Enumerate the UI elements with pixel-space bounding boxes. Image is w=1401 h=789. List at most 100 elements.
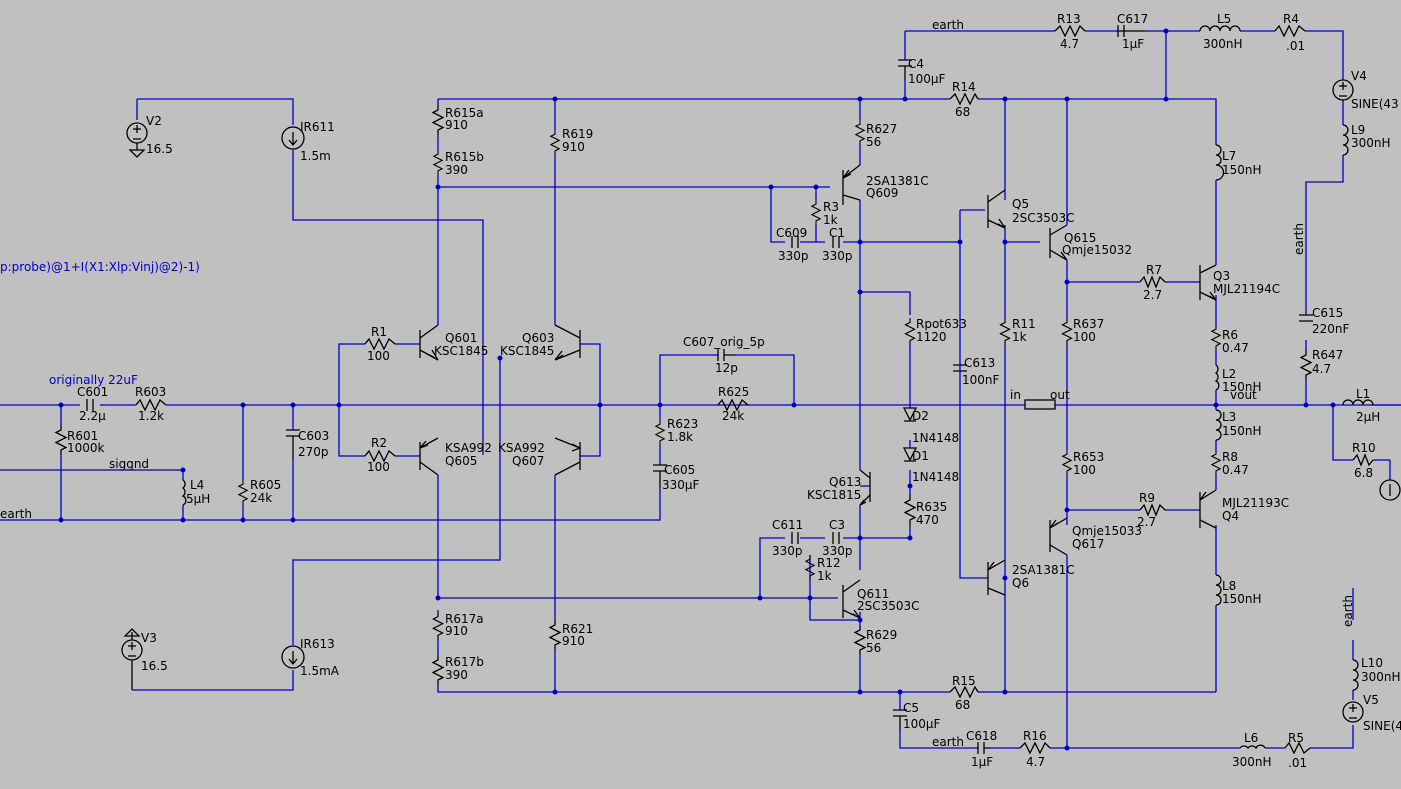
r625-label: R625 [718, 385, 749, 399]
q5-type: 2SC3503C [1012, 211, 1075, 225]
r12-label: R12 [817, 556, 841, 570]
probe [1024, 399, 1056, 410]
r625-value: 24k [722, 409, 744, 423]
c603-value: 270p [298, 445, 329, 459]
q607-label: Q607 [512, 454, 544, 468]
r13-value: 4.7 [1060, 37, 1079, 51]
r617b-value: 390 [445, 668, 468, 682]
l7-value: 150nH [1222, 163, 1262, 177]
c4-label: C4 [908, 57, 924, 71]
r2-label: R2 [371, 436, 387, 450]
l4-value: 5µH [186, 492, 210, 506]
l8-label: L8 [1222, 579, 1236, 593]
c605-value: 330µF [662, 478, 700, 492]
q617-label: Q617 [1072, 537, 1104, 551]
rpot633-value: 1120 [916, 330, 947, 344]
q613-type: KSC1815 [807, 488, 861, 502]
r647-value: 4.7 [1312, 362, 1331, 376]
r621-value: 910 [562, 634, 585, 648]
r605-value: 24k [250, 491, 272, 505]
l5-label: L5 [1217, 12, 1231, 26]
c611-value: 330p [772, 544, 803, 558]
r7-value: 2.7 [1143, 288, 1162, 302]
component-labels: earth R13 4.7 C617 1µF L5 300nH R4 .01 V… [0, 12, 1401, 770]
c601-label: C601 [77, 385, 108, 399]
q603-type: KSC1845 [500, 344, 554, 358]
q609-type: 2SA1381C [866, 174, 929, 188]
v3-label: V3 [141, 631, 157, 645]
r12-value: 1k [817, 569, 832, 583]
c5-value: 100µF [903, 717, 941, 731]
r6-value: 0.47 [1222, 341, 1249, 355]
c1-label: C1 [829, 226, 845, 240]
c5-label: C5 [903, 701, 919, 715]
r5-value: .01 [1288, 756, 1307, 770]
r14-label: R14 [952, 80, 976, 94]
ir611-label: IR611 [300, 120, 335, 134]
l6-label: L6 [1244, 731, 1258, 745]
r619-label: R619 [562, 127, 593, 141]
r15-value: 68 [955, 698, 970, 712]
c1-value: 330p [822, 249, 853, 263]
r621-label: R621 [562, 622, 593, 636]
l6-value: 300nH [1232, 755, 1272, 769]
earth-label-top: earth [932, 18, 964, 32]
r647-label: R647 [1312, 348, 1343, 362]
r8-label: R8 [1222, 450, 1238, 464]
q6-label: Q6 [1012, 576, 1029, 590]
earth-label-left: earth [0, 507, 32, 521]
r637-label: R637 [1073, 317, 1104, 331]
c3-value: 330p [822, 544, 853, 558]
v5-label: V5 [1363, 693, 1379, 707]
r15-label: R15 [952, 674, 976, 688]
l9-label: L9 [1351, 123, 1365, 137]
r615a-label: R615a [445, 106, 484, 120]
r8-value: 0.47 [1222, 463, 1249, 477]
l3-value: 150nH [1222, 424, 1262, 438]
r7-label: R7 [1146, 263, 1162, 277]
expression-label: p:probe)@1+I(X1:Xlp:Vinj)@2)-1) [0, 260, 200, 274]
r4-value: .01 [1286, 39, 1305, 53]
earth-label-right: earth [1292, 223, 1306, 255]
r3-label: R3 [823, 200, 839, 214]
r653-label: R653 [1073, 450, 1104, 464]
r627-value: 56 [866, 135, 881, 149]
r10-label: R10 [1352, 441, 1376, 455]
r653-value: 100 [1073, 463, 1096, 477]
r617a-label: R617a [445, 612, 484, 626]
r11-label: R11 [1012, 317, 1036, 331]
r1-value: 100 [367, 349, 390, 363]
vout-label: vout [1230, 388, 1257, 402]
r9-value: 2.7 [1137, 515, 1156, 529]
r603-label: R603 [135, 385, 166, 399]
q607-type: KSA992 [498, 441, 545, 455]
probe-out-label: out [1050, 388, 1070, 402]
r617a-value: 910 [445, 624, 468, 638]
l8-value: 150nH [1222, 592, 1262, 606]
inductors [181, 25, 1374, 750]
r16-label: R16 [1023, 729, 1047, 743]
d2-label: D2 [912, 409, 929, 423]
note-originally-22uf: originally 22uF [49, 373, 138, 387]
c601-value: 2.2µ [79, 409, 106, 423]
c609-label: C609 [776, 226, 807, 240]
r5-label: R5 [1288, 731, 1304, 745]
q609-label: Q609 [866, 186, 898, 200]
l5-value: 300nH [1203, 37, 1243, 51]
junctions [58, 28, 1336, 751]
r603-value: 1.2k [138, 409, 164, 423]
v4-value: SINE(43 [1351, 97, 1399, 111]
r11-value: 1k [1012, 330, 1027, 344]
l10-label: L10 [1361, 656, 1383, 670]
r9-label: R9 [1139, 491, 1155, 505]
ir611-value: 1.5m [300, 149, 331, 163]
r615b-label: R615b [445, 150, 484, 164]
q617-type: Qmje15033 [1072, 524, 1142, 538]
q603-label: Q603 [522, 331, 554, 345]
c609-value: 330p [778, 249, 809, 263]
resistors [55, 24, 1374, 755]
probe-in-label: in [1010, 388, 1021, 402]
earth-label-bottom: earth [932, 735, 964, 749]
c607-value: 12p [715, 361, 738, 375]
v2-label: V2 [146, 114, 162, 128]
